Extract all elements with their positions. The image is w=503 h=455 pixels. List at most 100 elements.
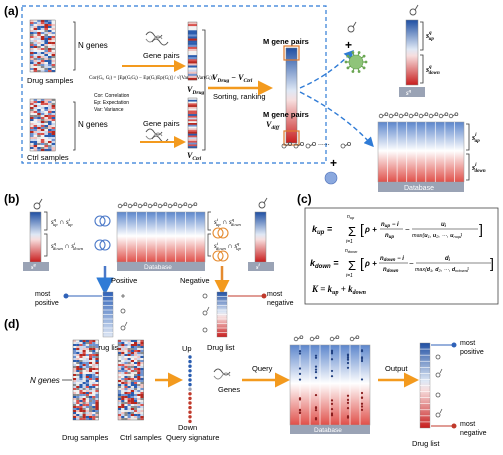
heatmap-cell bbox=[73, 372, 77, 374]
k-up-formula: kup = Σ nup i=1 [ ρ + nup − i nup − ui m… bbox=[312, 214, 483, 245]
heatmap-cell bbox=[137, 366, 141, 368]
heatmap-cell bbox=[44, 139, 48, 141]
database-columns-d bbox=[298, 345, 364, 425]
heatmap-cell bbox=[51, 107, 56, 109]
gene-pairs-top-label: Gene pairs bbox=[143, 51, 180, 60]
heatmap-cell bbox=[127, 356, 131, 358]
heatmap-cell bbox=[92, 402, 96, 404]
heatmap-cell bbox=[33, 115, 38, 117]
heatmap-cell bbox=[79, 358, 83, 360]
vector-cell bbox=[188, 105, 197, 108]
heatmap-cell bbox=[121, 350, 125, 352]
heatmap-cell bbox=[44, 54, 48, 56]
heatmap-cell bbox=[130, 354, 134, 356]
vector-cell bbox=[188, 98, 197, 100]
heatmap-cell bbox=[51, 36, 56, 38]
heatmap-cell bbox=[95, 408, 99, 410]
db-down-brace bbox=[466, 153, 470, 181]
heatmap-cell bbox=[30, 107, 34, 109]
heatmap-cell bbox=[121, 390, 125, 392]
heatmap-cell bbox=[89, 352, 93, 354]
most-positive-d-label-1: most bbox=[460, 340, 475, 347]
heatmap-cell bbox=[37, 109, 41, 111]
heatmap-cell bbox=[51, 117, 56, 119]
heatmap-cell bbox=[121, 366, 125, 368]
most-positive-label-1: most bbox=[35, 291, 50, 298]
output-label: Output bbox=[385, 364, 408, 373]
heatmap-cell bbox=[124, 408, 128, 410]
heatmap-cell bbox=[48, 121, 52, 123]
vector-cell bbox=[188, 30, 197, 33]
heatmap-cell bbox=[48, 141, 52, 143]
v-diff-vector bbox=[285, 47, 298, 144]
si-footer-b-label: si bbox=[255, 262, 261, 271]
heatmap-cell bbox=[85, 356, 89, 358]
vector-cell bbox=[188, 32, 197, 35]
heatmap-cell bbox=[48, 129, 52, 131]
heatmap-cell bbox=[89, 398, 93, 400]
heatmap-cell bbox=[140, 342, 144, 344]
svg-text:ρ +: ρ + bbox=[364, 225, 377, 234]
heatmap-cell bbox=[89, 372, 93, 374]
heatmap-cell bbox=[82, 374, 86, 376]
heatmap-cell bbox=[137, 388, 141, 390]
heatmap-cell bbox=[130, 408, 134, 410]
heatmap-cell bbox=[79, 374, 83, 376]
vector-cell bbox=[188, 71, 197, 74]
heatmap-cell bbox=[73, 418, 77, 420]
heatmap-cell bbox=[95, 378, 99, 380]
heatmap-cell bbox=[40, 113, 45, 115]
heatmap-cell bbox=[51, 123, 56, 125]
svg-text:−: − bbox=[405, 225, 410, 234]
heatmap-cell bbox=[85, 382, 89, 384]
molecule-atom bbox=[143, 202, 148, 207]
heatmap-cell bbox=[124, 398, 128, 400]
heatmap-cell bbox=[40, 24, 45, 26]
heatmap-cell bbox=[121, 406, 125, 408]
heatmap-cell bbox=[118, 402, 122, 404]
heatmap-cell bbox=[130, 396, 134, 398]
heatmap-cell bbox=[82, 406, 86, 408]
heatmap-cell bbox=[118, 416, 122, 418]
drug-samples-heatmap bbox=[29, 19, 56, 73]
heatmap-cell bbox=[82, 384, 86, 386]
heatmap-cell bbox=[140, 410, 144, 412]
svg-text:i=1: i=1 bbox=[346, 239, 353, 245]
m-pairs-top-label: M gene pairs bbox=[263, 37, 309, 46]
heatmap-cell bbox=[37, 66, 41, 68]
vector-border bbox=[187, 97, 198, 149]
heatmap-cell bbox=[40, 107, 45, 109]
most-positive-dot bbox=[63, 293, 69, 299]
heatmap-cell bbox=[95, 396, 99, 398]
svg-text:Σ: Σ bbox=[348, 258, 356, 273]
heatmap-cell bbox=[92, 414, 96, 416]
vector-cell bbox=[188, 137, 197, 140]
heatmap-cell bbox=[137, 360, 141, 362]
heatmap-cell bbox=[127, 416, 131, 418]
heatmap-cell bbox=[89, 344, 93, 346]
vector-cell bbox=[188, 69, 197, 72]
heatmap-cell bbox=[92, 378, 96, 380]
heatmap-cell bbox=[40, 42, 45, 44]
heatmap-cell bbox=[48, 58, 52, 60]
heatmap-cell bbox=[82, 408, 86, 410]
vector-cell bbox=[188, 144, 197, 147]
heatmap-cell bbox=[33, 22, 38, 24]
heatmap-cell bbox=[30, 99, 34, 101]
heatmap-cell bbox=[124, 374, 128, 376]
heatmap-cell bbox=[73, 344, 77, 346]
molecule-atom bbox=[394, 112, 399, 117]
heatmap-cell bbox=[51, 54, 56, 56]
heatmap-cell bbox=[134, 342, 138, 344]
heatmap-cell bbox=[73, 350, 77, 352]
heatmap-cell bbox=[40, 125, 45, 127]
heatmap-cell bbox=[48, 48, 52, 50]
vector-cell bbox=[188, 115, 197, 118]
molecule-atom bbox=[305, 143, 311, 149]
svg-text:nup: nup bbox=[347, 214, 355, 220]
heatmap-cell bbox=[140, 352, 144, 354]
heatmap-cell bbox=[140, 356, 144, 358]
heatmap-cell bbox=[130, 398, 134, 400]
heatmap-cell bbox=[76, 356, 80, 358]
heatmap-cell bbox=[33, 36, 38, 38]
